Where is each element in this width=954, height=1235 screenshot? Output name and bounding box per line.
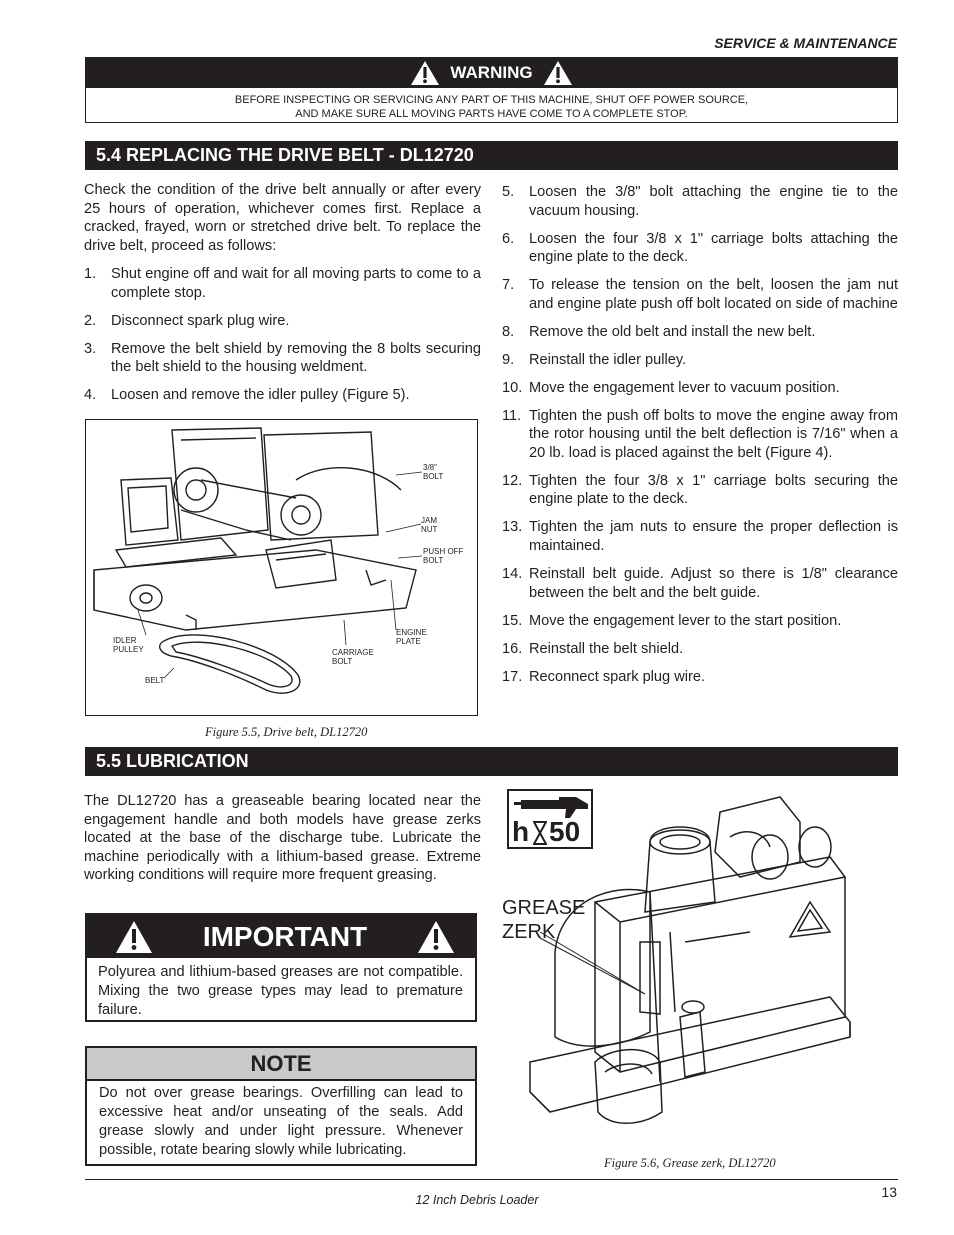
steps-list-right: 5. Loosen the 3/8" bolt attaching the eng… [502,183,898,696]
step-text: Disconnect spark plug wire. [111,312,290,329]
header-section-title: SERVICE & MAINTENANCE [714,35,897,51]
steps-list-left: 1. Shut engine off and wait for all movin… [84,265,481,414]
step-number: 2. [84,312,97,329]
step-text: Reinstall the idler pulley. [529,351,687,368]
step-number: 11. [502,407,522,424]
hourglass-icon [533,821,547,845]
step-text: Reconnect spark plug wire. [529,668,706,685]
note-box: NOTE Do not over grease bearings. Overfi… [85,1046,477,1166]
step-number: 16. [502,640,523,657]
step-item: 4. Loosen and remove the idler pulley (Fi… [84,386,481,405]
grease-zerk-label: GREASE ZERK [502,897,586,943]
step-text: To release the tension on the belt, loos… [529,277,898,312]
important-box: IMPORTANT Polyurea and lithium-based gre… [85,913,477,1022]
warning-line: BEFORE INSPECTING OR SERVICING ANY PART … [234,94,749,106]
step-number: 13. [502,519,523,536]
grease-interval-icon: h 50 [507,789,593,849]
footer-divider [85,1179,898,1180]
step-text: Reinstall the belt shield. [529,640,684,657]
label-38-bolt: 3/8"BOLT [423,463,444,481]
step-number: 5. [502,184,515,200]
important-bar: IMPORTANT [87,915,475,958]
step-item: 10. Move the engagement lever to vacuum p… [502,379,898,398]
step-item: 16. Reinstall the belt shield. [502,640,898,659]
grease-gun-icon [514,797,588,818]
footer-title: 12 Inch Debris Loader [415,1193,539,1207]
note-title: NOTE [87,1048,475,1081]
warning-triangle-icon [116,920,152,953]
step-number: 14. [502,566,523,583]
step-item: 15. Move the engagement lever to the star… [502,612,898,631]
step-item: 9. Reinstall the idler pulley. [502,351,898,370]
page-number: 13 [881,1184,897,1200]
step-item: 5. Loosen the 3/8" bolt attaching the eng… [502,183,898,220]
important-title: IMPORTANT [202,920,368,952]
step-text: Loosen the four 3/8 x 1" carriage bolts … [529,230,898,266]
warning-title: WARNING [450,63,533,82]
step-number: 4. [84,387,97,404]
figure-5-6-caption: Figure 5.6, Grease zerk, DL12720 [604,1156,776,1170]
step-text: Move the engagement lever to the start p… [529,612,842,629]
step-number: 7. [502,277,515,294]
step-text: Remove the belt shield by removing the 8… [111,340,481,376]
label-belt: BELT [145,676,165,685]
step-item: 13. Tighten the jam nuts to ensure the pr… [502,518,898,555]
section-5-4-heading: 5.4 REPLACING THE DRIVE BELT - DL12720 [85,141,898,170]
grease-zerk-illustration [529,796,851,1124]
important-text: Polyurea and lithium-based greases are n… [98,964,463,1018]
step-item: 8. Remove the old belt and install the ne… [502,323,898,342]
step-text: Reinstall belt guide. Adjust so there is… [529,566,898,601]
step-text: Tighten the jam nuts to ensure the prope… [529,519,898,555]
step-text: Tighten the push off bolts to move the e… [529,407,898,461]
step-item: 14. Reinstall belt guide. Adjust so there… [502,565,898,602]
step-item: 2. Disconnect spark plug wire. [84,312,481,331]
step-number: 8. [502,323,515,340]
step-item: 3. Remove the belt shield by removing the… [84,340,481,377]
step-text: Move the engagement lever to vacuum posi… [529,379,840,396]
drive-belt-illustration [93,427,423,694]
section-5-5-heading: 5.5 LUBRICATION [85,747,898,776]
step-text: Tighten the four 3/8 x 1" carriage bolts… [529,472,898,508]
step-item: 6. Loosen the four 3/8 x 1" carriage bolt… [502,230,898,267]
step-text: Remove the old belt and install the new … [529,323,816,340]
step-item: 12. Tighten the four 3/8 x 1" carriage bo… [502,472,898,509]
note-text: Do not over grease bearings. Overfilling… [99,1085,463,1158]
warning-triangle-icon [411,61,440,85]
step-item: 11. Tighten the push off bolts to move th… [502,407,898,463]
step-text: Loosen the 3/8" bolt attaching the engin… [529,184,898,219]
warning-bar: WARNING [86,58,897,88]
step-number: 12. [502,472,523,489]
step-text: Shut engine off and wait for all moving … [111,266,481,301]
warning-triangle-icon [543,61,572,85]
step-item: 7. To release the tension on the belt, lo… [502,276,898,313]
section-5-4-intro: Check the condition of the drive belt an… [84,182,481,254]
warning-box: WARNING BEFORE INSPECTING OR SERVICING A… [85,57,898,123]
figure-5-5-caption: Figure 5.5, Drive belt, DL12720 [205,725,368,739]
step-number: 9. [502,351,515,368]
step-item: 17. Reconnect spark plug wire. [502,668,898,687]
grease-interval-hours: 50 [549,816,581,847]
step-number: 10. [502,379,523,396]
step-number: 15. [502,612,523,629]
section-5-5-intro: The DL12720 has a greaseable bearing loc… [84,793,481,884]
step-number: 3. [84,340,97,357]
step-item: 1. Shut engine off and wait for all movin… [84,265,481,302]
grease-interval-left: h [512,816,530,847]
warning-triangle-icon [417,920,454,953]
warning-line: AND MAKE SURE ALL MOVING PARTS HAVE COME… [295,108,688,120]
step-number: 1. [84,266,97,282]
step-number: 17. [502,668,523,685]
step-text: Loosen and remove the idler pulley (Figu… [111,387,410,404]
warning-text: BEFORE INSPECTING OR SERVICING ANY PART … [86,88,897,121]
step-number: 6. [502,230,515,247]
